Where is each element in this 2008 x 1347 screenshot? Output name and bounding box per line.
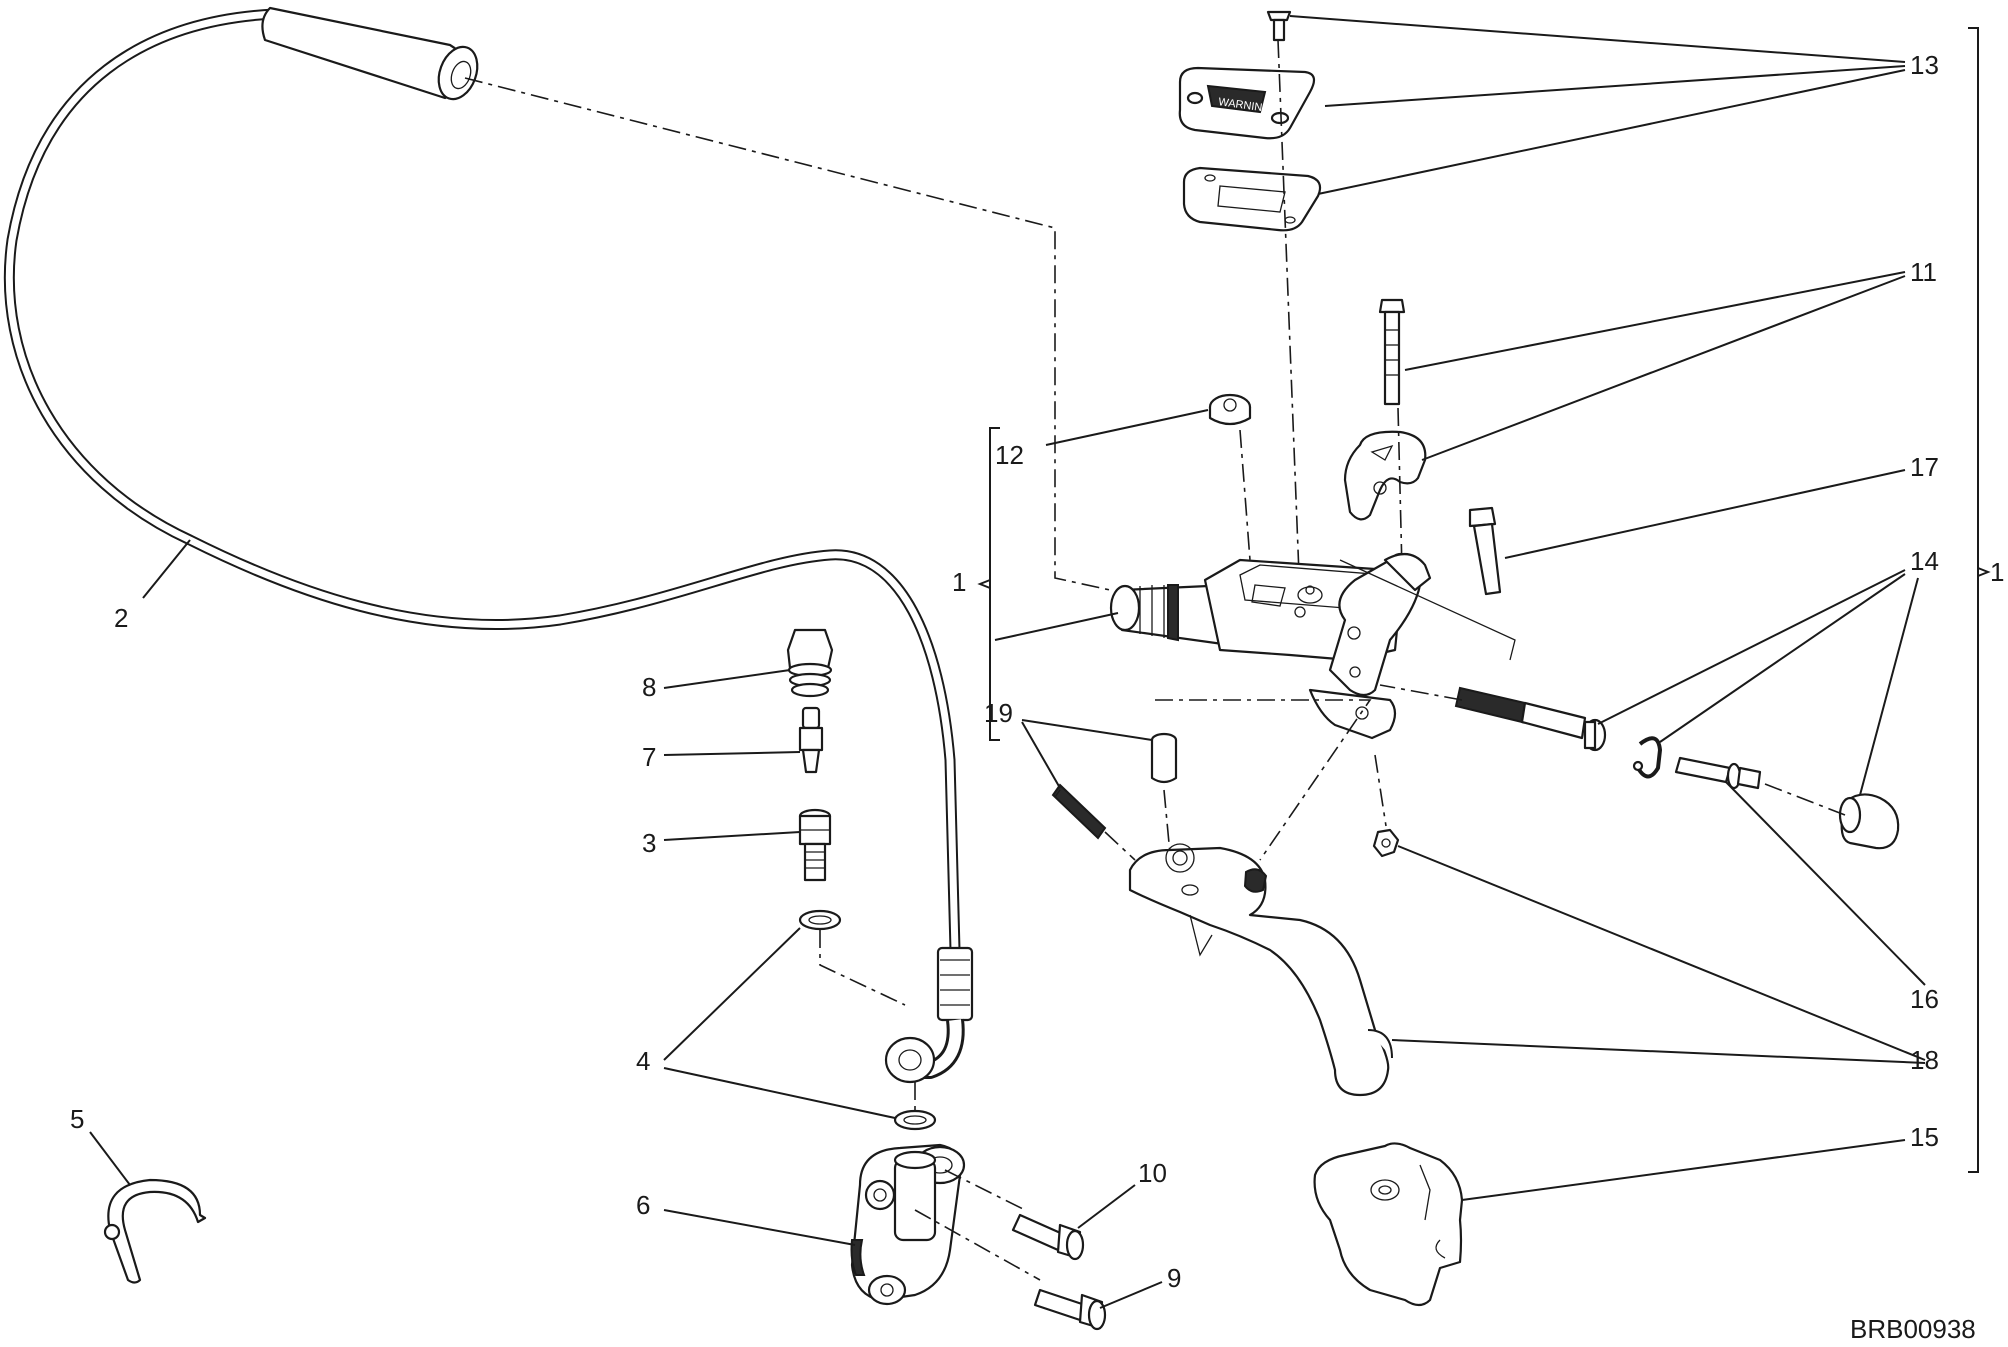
leader-4 <box>663 927 801 1061</box>
clamp-and-bolt <box>1343 298 1427 521</box>
reservoir-cap-kit: WARNING <box>1178 10 1322 232</box>
lever-pivot-bolt <box>1468 506 1502 596</box>
bracket-left-tip <box>977 579 991 589</box>
sealing-washer-lower <box>893 1109 937 1131</box>
callout-16: 16 <box>1910 984 1939 1014</box>
leader-5 <box>89 1131 131 1186</box>
callout-19: 19 <box>984 698 1013 728</box>
sealing-washer-upper <box>798 909 842 931</box>
leader-13 <box>1317 69 1906 195</box>
drawing-code: BRB00938 <box>1850 1314 1976 1344</box>
leader-14 <box>1859 577 1919 796</box>
assembly-line <box>464 77 1111 591</box>
lever-and-nut <box>1128 828 1400 1097</box>
callout-12: 12 <box>995 440 1024 470</box>
callout-3: 3 <box>642 828 656 858</box>
adjuster-pin <box>1674 756 1762 790</box>
leader-2 <box>142 539 191 599</box>
hose-clip <box>103 1178 207 1284</box>
assembly-line <box>1155 699 1372 861</box>
lever-guard <box>1313 1142 1464 1307</box>
leader-9 <box>1099 1281 1163 1309</box>
callout-4-upper: 4 <box>636 1046 650 1076</box>
callout-10: 10 <box>1138 1158 1167 1188</box>
callout-14: 14 <box>1910 546 1939 576</box>
reservoir-plug <box>1208 393 1252 426</box>
callout-13: 13 <box>1910 50 1939 80</box>
callout-15: 15 <box>1910 1122 1939 1152</box>
clutch-master-cylinder <box>1109 552 1432 740</box>
leader-15 <box>1461 1139 1906 1201</box>
leader-8 <box>663 669 791 689</box>
leader-1 <box>994 612 1119 641</box>
leader-18 <box>1397 845 1926 1061</box>
callout-5: 5 <box>70 1104 84 1134</box>
leader-11 <box>1421 275 1906 461</box>
leader-10 <box>1077 1184 1136 1229</box>
leader-18 <box>1391 1039 1926 1064</box>
leader-7 <box>663 751 801 756</box>
leader-12 <box>1045 409 1209 446</box>
bracket-right-tip <box>1977 567 1991 577</box>
leader-19 <box>1021 721 1061 789</box>
callout-1-left: 1 <box>952 567 966 597</box>
leader-17 <box>1504 469 1906 559</box>
leader-3 <box>663 831 801 841</box>
callout-1-right: 1 <box>1990 557 2004 587</box>
bracket-right <box>1968 27 1979 1173</box>
screw-lower <box>1033 1288 1107 1331</box>
adjuster-kit <box>1454 686 1900 850</box>
bleed-cap <box>786 628 834 698</box>
bleed-valve <box>798 706 824 774</box>
leader-19 <box>1021 719 1153 741</box>
leader-16 <box>1725 781 1926 986</box>
leader-4 <box>663 1067 896 1119</box>
leader-6 <box>663 1209 856 1246</box>
bleed-union <box>798 808 832 882</box>
callout-18: 18 <box>1910 1045 1939 1075</box>
callout-9: 9 <box>1167 1263 1181 1293</box>
leader-13 <box>1289 15 1906 63</box>
clutch-hose <box>3 6 974 1084</box>
leader-13 <box>1324 65 1906 107</box>
assembly-line <box>1339 559 1516 661</box>
callout-17: 17 <box>1910 452 1939 482</box>
bracket-left <box>989 427 1000 741</box>
callout-2: 2 <box>114 603 128 633</box>
slave-cylinder <box>850 1143 966 1306</box>
callout-11: 11 <box>1910 257 1937 287</box>
callout-8: 8 <box>642 672 656 702</box>
leader-14 <box>1659 573 1906 743</box>
screw-upper <box>1011 1213 1085 1261</box>
callout-6: 6 <box>636 1190 650 1220</box>
leader-14 <box>1597 569 1906 725</box>
lever-spring-and-bush <box>1051 732 1178 840</box>
leader-11 <box>1404 271 1906 371</box>
callout-7: 7 <box>642 742 656 772</box>
assembly-line <box>819 930 906 1006</box>
